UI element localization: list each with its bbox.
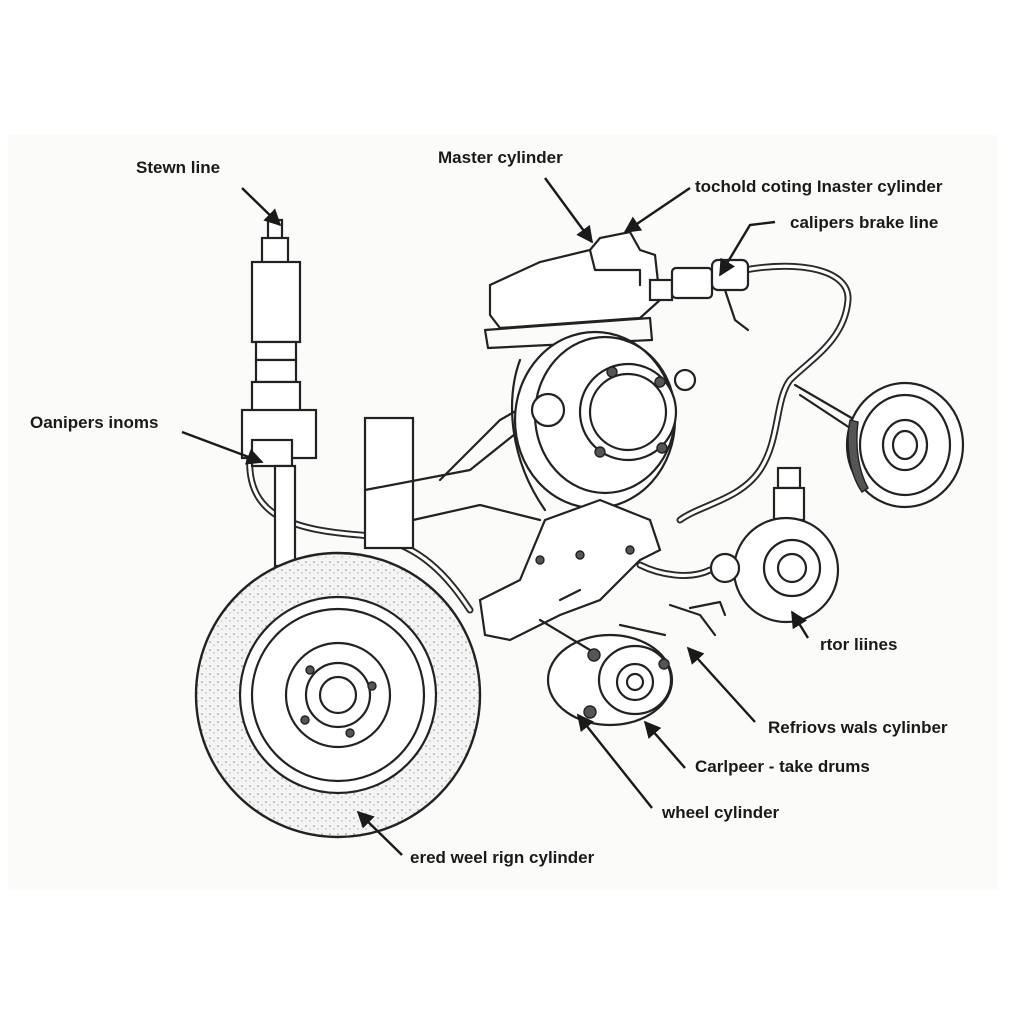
label-refriovs-wals-cylinber: Refriovs wals cylinber <box>768 718 948 737</box>
brake-hoses <box>246 262 857 614</box>
strut-assembly <box>240 218 318 568</box>
callout-labels: Stewn line Master cylinder tochold cotin… <box>30 148 948 867</box>
diagram-panel <box>8 135 998 890</box>
small-rotor-hub <box>668 466 840 637</box>
label-tochold-coting: tochold coting Inaster cylinder <box>695 177 943 196</box>
label-wheel-cylinder: wheel cylinder <box>661 803 780 822</box>
control-arm <box>478 498 662 642</box>
rotor-disc-right <box>845 381 965 509</box>
label-oanipers-inoms: Oanipers inoms <box>30 413 158 432</box>
rotor-hub <box>511 330 697 512</box>
label-ered-weel-rign-cylinder: ered weel rign cylinder <box>410 848 595 867</box>
label-stewn-line: Stewn line <box>136 158 220 177</box>
label-calipers-brake-line: calipers brake line <box>790 213 938 232</box>
wheel-cylinder-assembly <box>538 618 674 727</box>
label-master-cylinder: Master cylinder <box>438 148 563 167</box>
brake-drum-wheel <box>194 551 482 839</box>
leader-lines <box>181 177 810 856</box>
frame-bracket <box>363 398 542 550</box>
label-carlpeer-take-drums: Carlpeer - take drums <box>695 757 870 776</box>
label-rtor-liines: rtor liines <box>820 635 897 654</box>
